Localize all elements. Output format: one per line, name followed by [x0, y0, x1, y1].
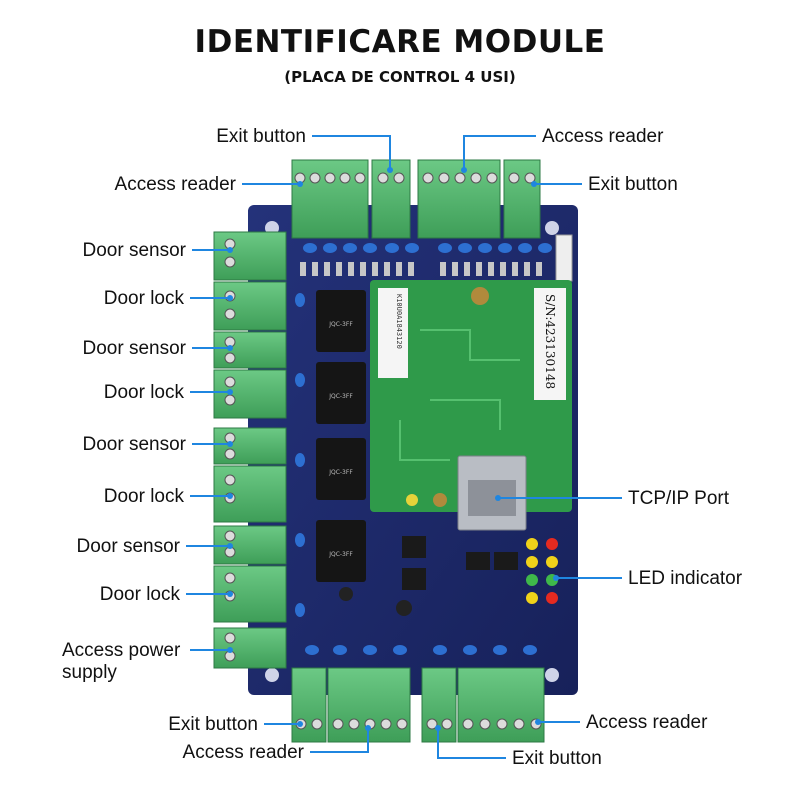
label-door-lock-2: Door lock: [104, 382, 185, 403]
relay-block: JQC-3FF JQC-3FF JQC-3FF JQC-3FF: [316, 290, 366, 582]
label-tcp-ip-port: TCP/IP Port: [628, 488, 730, 509]
terminal-top-access-reader-right: [417, 159, 501, 239]
module-sticker-text: K10U0A1843120: [395, 294, 403, 349]
mount-hole: [545, 668, 559, 682]
label-access-reader-top-right: Access reader: [542, 126, 664, 147]
label-access-power-line1: Access power: [62, 640, 181, 661]
label-door-sensor-3: Door sensor: [83, 434, 187, 455]
white-header-connector: [555, 234, 573, 282]
label-door-sensor-4: Door sensor: [77, 536, 181, 557]
terminal-top-exit-right: [503, 159, 541, 239]
module-traces: [399, 329, 520, 461]
module-screw: [471, 287, 489, 305]
module-label-sticker: [378, 288, 408, 378]
svg-text:JQC-3FF: JQC-3FF: [328, 393, 353, 400]
capacitor-row-top: [303, 243, 552, 253]
terminal-left-blocks: [213, 231, 287, 669]
serial-label: [534, 288, 566, 400]
capacitor-column-left: [295, 293, 305, 617]
mount-hole: [545, 221, 559, 235]
label-door-sensor-1: Door sensor: [83, 240, 187, 261]
module-screw: [433, 493, 447, 507]
label-exit-button-bottom-right: Exit button: [512, 748, 602, 769]
page-subtitle: (PLACA DE CONTROL 4 USI): [284, 68, 516, 86]
page-title: IDENTIFICARE MODULE: [194, 24, 606, 60]
mount-hole: [265, 668, 279, 682]
label-door-sensor-2: Door sensor: [83, 338, 187, 359]
ic-chips: [339, 536, 518, 616]
label-door-lock-4: Door lock: [100, 584, 181, 605]
svg-text:JQC-3FF: JQC-3FF: [328, 321, 353, 328]
label-access-reader-top-left: Access reader: [115, 174, 237, 195]
svg-text:JQC-3FF: JQC-3FF: [328, 551, 353, 558]
label-access-reader-bottom-left: Access reader: [183, 742, 305, 763]
label-door-lock-1: Door lock: [104, 288, 185, 309]
label-exit-button-bottom-left: Exit button: [168, 714, 258, 735]
label-exit-button-top-left: Exit button: [216, 126, 306, 147]
led-indicator-array: [526, 538, 558, 604]
leader-lines: [186, 135, 622, 759]
label-exit-button-top-right: Exit button: [588, 174, 678, 195]
label-access-reader-bottom-right: Access reader: [586, 712, 708, 733]
capacitor-row-bottom: [305, 645, 537, 655]
svg-text:JQC-3FF: JQC-3FF: [328, 469, 353, 476]
resistor-row-top: [300, 262, 542, 276]
terminal-bottom-access-reader-right: [457, 667, 545, 743]
module-screw: [406, 494, 418, 506]
terminal-bottom-exit-left: [291, 667, 327, 743]
label-door-lock-3: Door lock: [104, 486, 185, 507]
serial-number-text: S/N:423130148: [543, 294, 557, 389]
network-module: [370, 280, 572, 512]
label-access-power-line2: supply: [62, 662, 117, 683]
label-led-indicator: LED indicator: [628, 568, 743, 589]
terminal-top-access-reader-left: [291, 159, 369, 239]
